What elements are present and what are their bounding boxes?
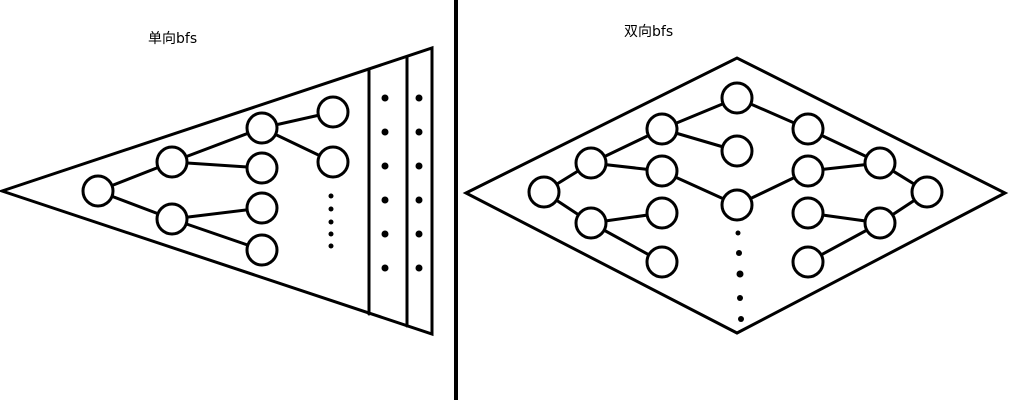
frontier-dot xyxy=(415,230,423,238)
unidirectional-bfs-diagram xyxy=(0,45,434,337)
unidirectional-bfs-label: 单向bfs xyxy=(148,31,198,47)
tree-node xyxy=(645,245,679,279)
tree-node xyxy=(720,81,754,115)
tree-node xyxy=(645,154,679,188)
tree-node xyxy=(245,151,279,185)
tree-node xyxy=(720,134,754,168)
tree-node xyxy=(720,188,754,222)
tree-node xyxy=(527,175,561,209)
search-region-triangle xyxy=(0,45,434,337)
ellipsis-dot xyxy=(328,193,334,199)
bidirectional-bfs-label: 双向bfs xyxy=(624,24,674,40)
frontier-dot xyxy=(415,162,423,170)
bidirectional-bfs-diagram xyxy=(462,56,1009,335)
tree-node xyxy=(155,202,189,236)
tree-node xyxy=(574,206,608,240)
frontier-dot xyxy=(381,230,389,238)
ellipsis-dot xyxy=(737,295,743,301)
tree-node xyxy=(316,95,350,129)
tree-node xyxy=(245,111,279,145)
tree-node xyxy=(645,196,679,230)
ellipsis-dot xyxy=(328,231,334,237)
frontier-dot xyxy=(381,264,389,272)
ellipsis-dot xyxy=(738,316,744,322)
frontier-dot xyxy=(415,196,423,204)
tree-node xyxy=(645,112,679,146)
tree-node xyxy=(791,154,825,188)
tree-node xyxy=(791,245,825,279)
tree-node xyxy=(574,146,608,180)
tree-node xyxy=(863,146,897,180)
ellipsis-dot xyxy=(328,206,334,212)
tree-node xyxy=(863,206,897,240)
frontier-dot xyxy=(381,196,389,204)
tree-node xyxy=(316,145,350,179)
tree-node xyxy=(155,145,189,179)
frontier-dot xyxy=(381,128,389,136)
tree-node xyxy=(791,112,825,146)
tree-node xyxy=(245,233,279,267)
ellipsis-dot xyxy=(735,230,741,236)
frontier-dot xyxy=(381,94,389,102)
search-region-diamond xyxy=(462,56,1009,335)
frontier-dot xyxy=(415,264,423,272)
tree-node xyxy=(791,196,825,230)
ellipsis-dot xyxy=(328,243,334,249)
frontier-dot xyxy=(415,128,423,136)
ellipsis-dot xyxy=(328,219,334,225)
frontier-dot xyxy=(381,162,389,170)
frontier-dot xyxy=(415,94,423,102)
ellipsis-dot xyxy=(736,250,742,256)
tree-node xyxy=(910,175,944,209)
tree-node xyxy=(81,174,115,208)
ellipsis-dot xyxy=(736,270,744,278)
tree-node xyxy=(245,191,279,225)
